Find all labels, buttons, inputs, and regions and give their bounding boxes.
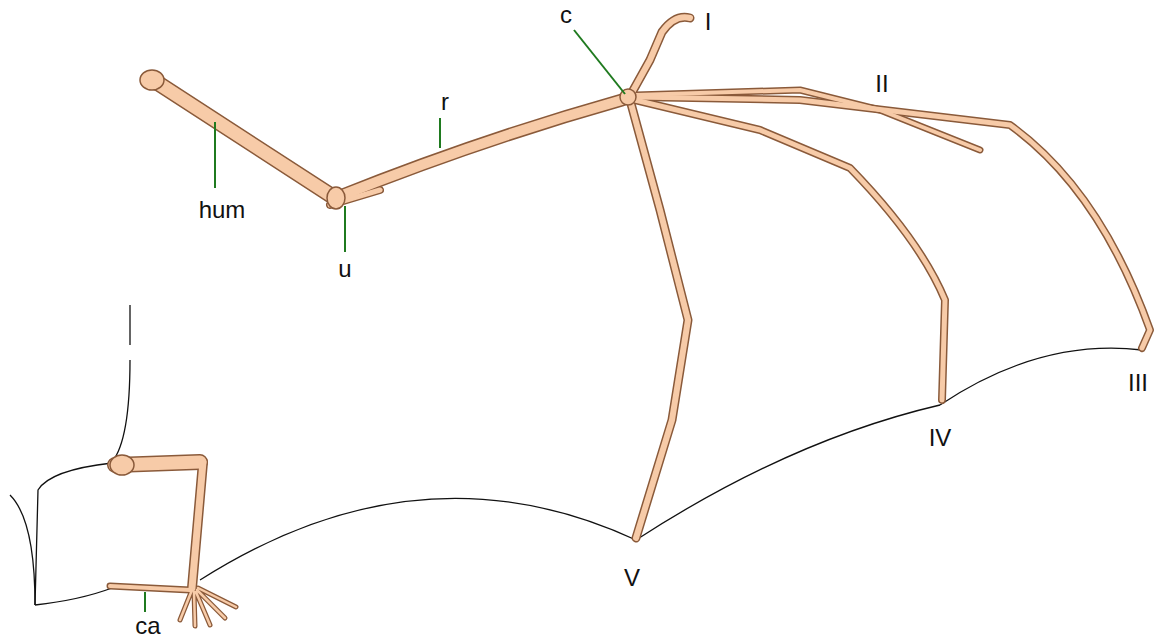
- part-label: V: [624, 566, 640, 590]
- bones-fill: [110, 17, 1150, 626]
- bone-ends: [110, 70, 636, 475]
- part-label: r: [441, 90, 449, 114]
- part-label: I: [705, 10, 712, 34]
- part-label: III: [1128, 371, 1148, 395]
- bones-outline: [110, 17, 1150, 626]
- leader-lines: [145, 30, 625, 612]
- part-label: IV: [929, 426, 952, 450]
- part-label: ca: [135, 614, 160, 638]
- part-label: u: [338, 257, 351, 281]
- part-label: hum: [199, 198, 246, 222]
- wing-membrane: [10, 110, 1142, 605]
- part-label: c: [560, 3, 572, 27]
- part-label: II: [875, 72, 888, 96]
